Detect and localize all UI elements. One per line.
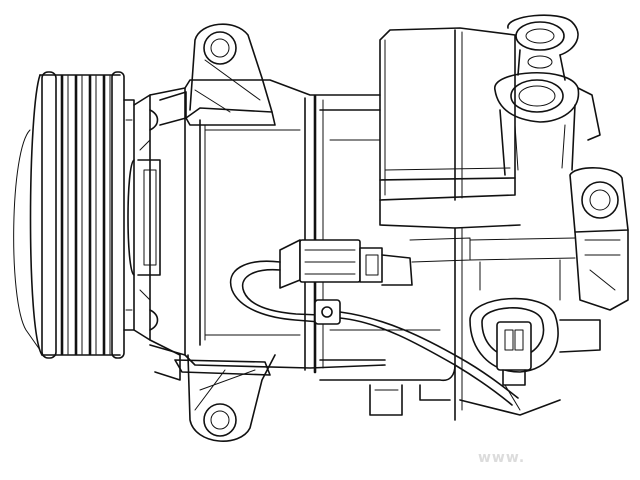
center-details	[410, 238, 575, 300]
pulley-grooves	[62, 76, 110, 354]
rear-head	[380, 28, 560, 420]
front-housing	[134, 88, 185, 355]
top-mounting-ear	[160, 24, 275, 125]
watermark-text: www.	[478, 450, 526, 466]
lower-bosses	[370, 385, 450, 415]
wiring-harness	[231, 240, 518, 405]
bottom-mounting-ear	[150, 340, 275, 441]
service-ports	[495, 15, 600, 175]
right-mounting-boss	[560, 168, 628, 352]
control-valve	[470, 299, 558, 410]
pulley	[14, 72, 134, 358]
